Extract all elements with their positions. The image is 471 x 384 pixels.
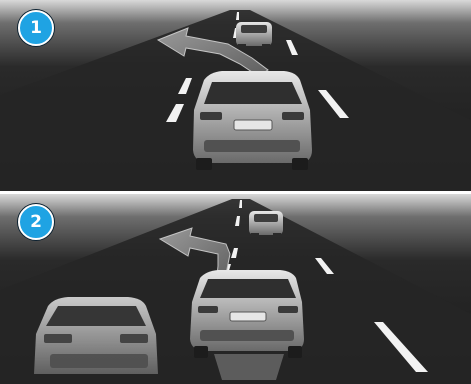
own-vehicle: [193, 71, 312, 170]
lane-change-scene-2: [0, 194, 471, 384]
step-number-badge: 2: [18, 204, 54, 240]
panel-step-1: 1: [0, 0, 471, 191]
panel-step-2: 2: [0, 194, 471, 384]
vehicle-ahead: [236, 22, 272, 48]
vehicle-adjacent-lane: [34, 297, 158, 374]
lane-change-scene-1: [0, 0, 471, 191]
vehicle-ahead: [249, 211, 283, 237]
step-number-badge: 1: [18, 10, 54, 46]
